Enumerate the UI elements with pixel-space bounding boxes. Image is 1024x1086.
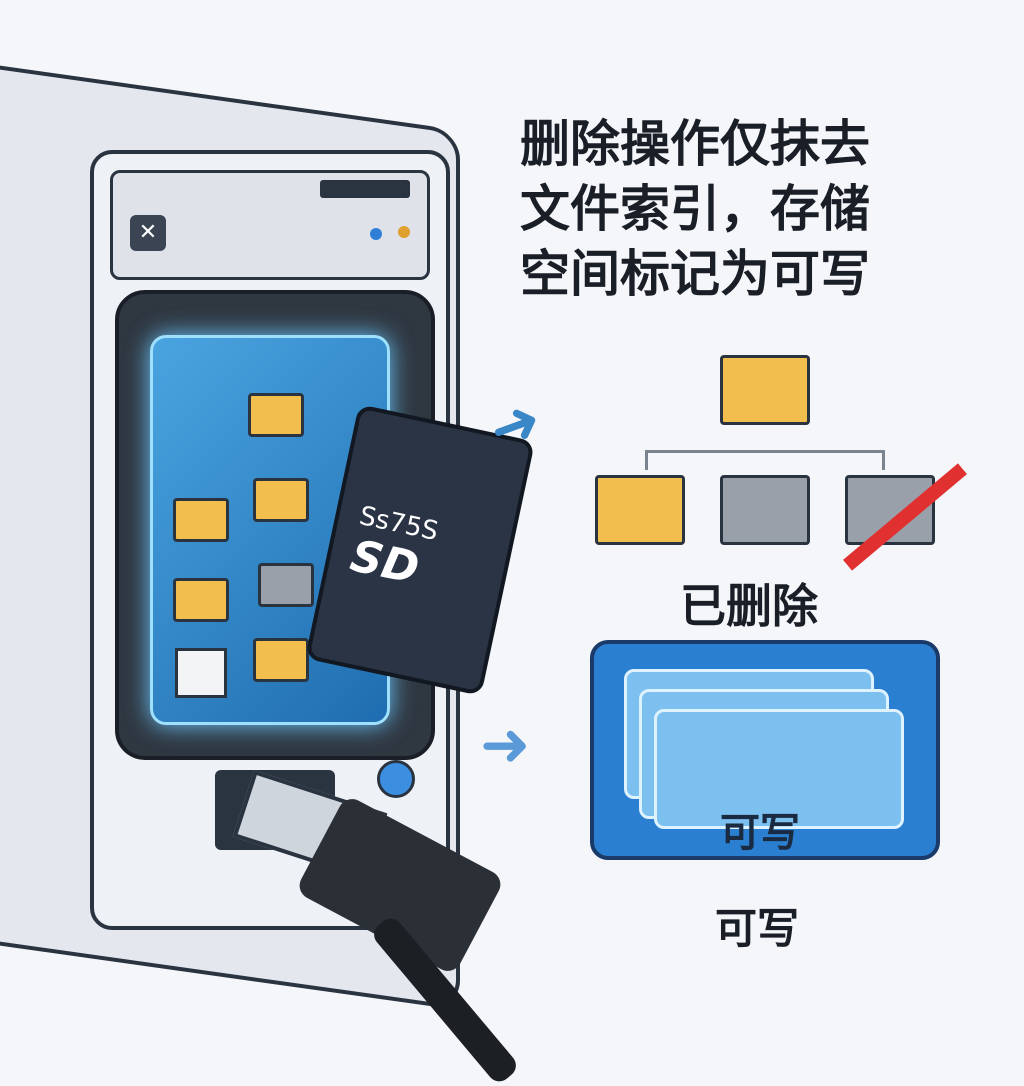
folder-icon	[253, 478, 309, 522]
arrow-right-icon: ➜	[480, 710, 531, 780]
deleted-label: 已删除	[680, 579, 818, 633]
power-button	[377, 760, 415, 798]
folder-icon	[595, 475, 685, 545]
status-led-orange	[398, 226, 410, 238]
root-folder-icon	[720, 355, 810, 425]
headline-line-1: 删除操作仅抹去	[520, 115, 870, 173]
folder-icon	[173, 498, 229, 542]
headline-line-2: 文件索引，存储	[520, 180, 870, 238]
disc-slot	[320, 180, 410, 198]
folder-icon	[253, 638, 309, 682]
headline-line-3: 空间标记为可写	[520, 245, 870, 303]
document-icon	[175, 648, 227, 698]
folder-icon	[248, 393, 304, 437]
writable-label: 可写	[715, 904, 800, 953]
tree-connector	[645, 450, 885, 470]
writable-space-panel	[590, 640, 940, 860]
writable-box-label: 可写	[720, 810, 800, 856]
deleted-folder-icon	[720, 475, 810, 545]
writable-folder-card	[654, 709, 904, 829]
deleted-folder-icon	[258, 563, 314, 607]
drive-icon: ✕	[130, 215, 166, 251]
folder-icon	[173, 578, 229, 622]
headline: 删除操作仅抹去 文件索引，存储 空间标记为可写	[520, 112, 960, 307]
status-led-blue	[370, 228, 382, 240]
